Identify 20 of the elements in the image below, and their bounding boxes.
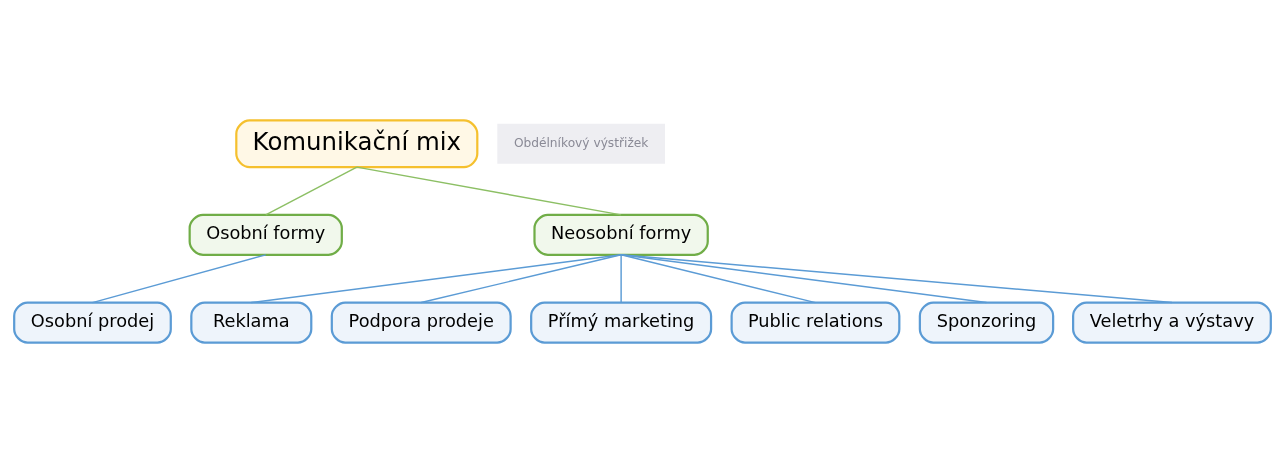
connector <box>620 253 988 303</box>
node-box: Sponzoring <box>918 300 1055 344</box>
connector <box>250 253 622 303</box>
connector <box>620 253 622 303</box>
node-box: Public relations <box>730 300 901 344</box>
connector <box>620 253 817 303</box>
node-box: Přímý marketing <box>530 300 713 344</box>
node-box: Reklama <box>190 300 313 344</box>
label: Obdélníkový výstřižek <box>513 135 649 150</box>
connector <box>420 253 622 303</box>
connector <box>356 165 622 216</box>
node-box: Veletrhy a výstavy <box>1072 300 1272 344</box>
node-box: Osobní formy <box>188 213 343 256</box>
connector <box>91 253 267 303</box>
node-box: Neosobní formy <box>533 213 709 256</box>
node-box: Podpora prodeje <box>330 300 512 344</box>
node-box: Komunikační mix <box>235 118 479 168</box>
node-box: Osobní prodej <box>13 300 172 344</box>
connector <box>620 253 1173 303</box>
connector <box>265 165 358 216</box>
